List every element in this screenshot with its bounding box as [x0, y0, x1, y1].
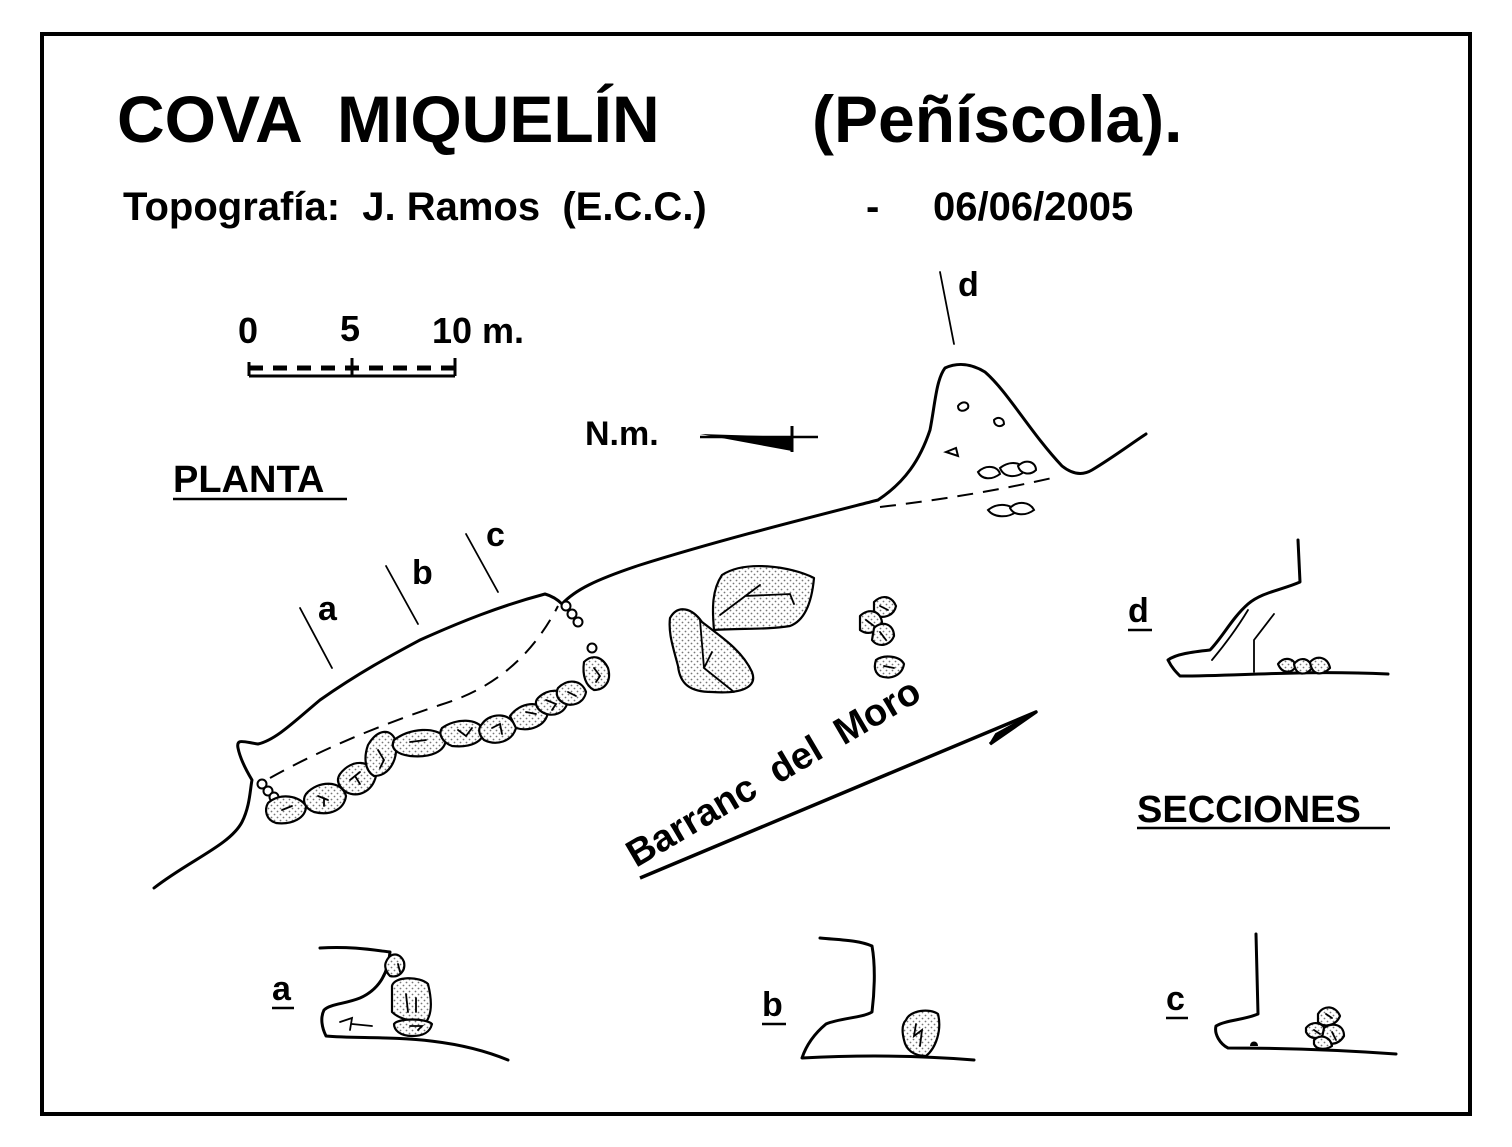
section-b: b [762, 936, 976, 1062]
section-b-label: b [762, 986, 783, 1024]
large-boulder-1 [711, 565, 816, 632]
section-d: d [1128, 538, 1390, 678]
section-marker-d: d [958, 266, 979, 304]
survey-date: 06/06/2005 [933, 185, 1133, 229]
dripline-dashed [269, 605, 559, 779]
scale-label-10: 10 m. [432, 310, 524, 351]
entrance-dashed [879, 477, 1053, 508]
scale-bar: 0 5 10 m. [238, 308, 524, 378]
survey-credit: Topografía: J. Ramos (E.C.C.) [123, 185, 707, 229]
north-label: N.m. [585, 415, 659, 453]
section-marker-b: b [412, 554, 433, 592]
cave-wall-outline [152, 363, 1148, 890]
cave-plan [152, 363, 1148, 890]
section-c-label: c [1166, 980, 1185, 1018]
section-d-label: d [1128, 592, 1149, 630]
north-arrow: N.m. [585, 415, 818, 453]
scale-label-0: 0 [238, 310, 258, 351]
section-a: a [272, 945, 510, 1062]
scale-label-5: 5 [340, 308, 360, 349]
subtitle-separator: - [866, 185, 879, 229]
stream-label: Barranc del Moro [619, 670, 928, 876]
plan-label: PLANTA [173, 459, 324, 501]
section-marker-c: c [486, 516, 505, 554]
section-marker-a: a [318, 590, 338, 628]
section-markers: a b c d [299, 266, 979, 669]
cave-name-title: COVA MIQUELÍN [117, 82, 660, 156]
section-c: c [1166, 932, 1398, 1056]
stream-annotation: Barranc del Moro [619, 670, 1038, 880]
section-a-label: a [272, 970, 292, 1008]
cave-location-title: (Peñíscola). [812, 82, 1182, 156]
map-frame [40, 32, 1472, 1116]
sections-label: SECCIONES [1137, 789, 1361, 831]
